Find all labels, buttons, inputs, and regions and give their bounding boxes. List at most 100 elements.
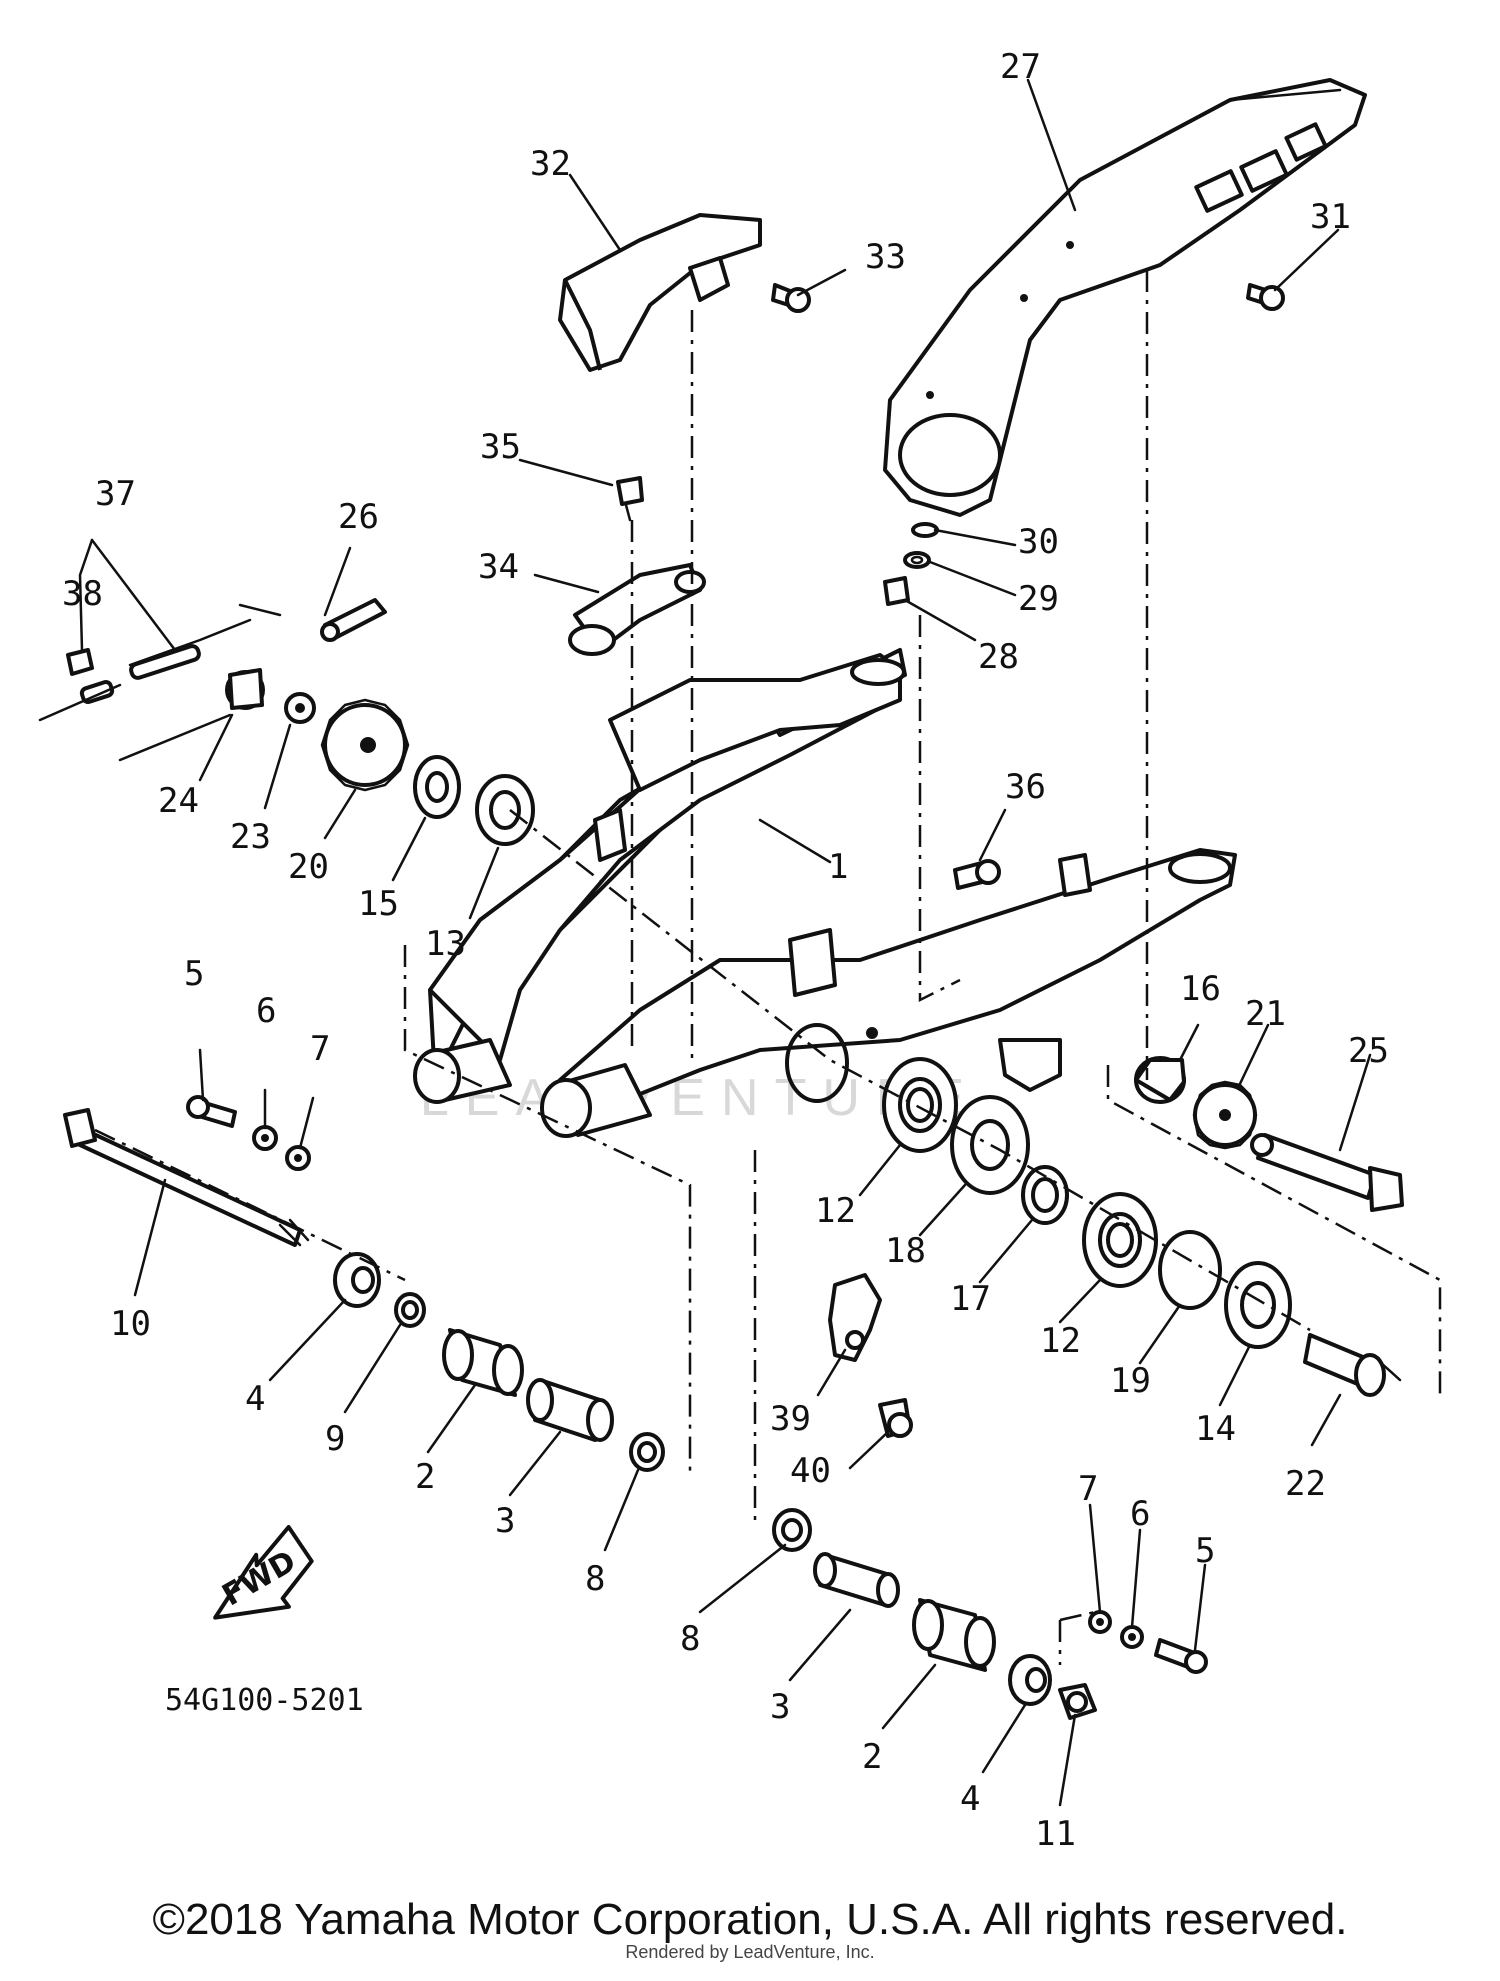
callout-38: 38: [62, 574, 103, 614]
callout-21: 21: [1245, 994, 1286, 1034]
bearing-12a-part: [882, 1057, 958, 1153]
circlip-19-right-part: [785, 1023, 849, 1103]
callout-24: 24: [158, 781, 199, 821]
sprocket-21-part: [1192, 1080, 1258, 1150]
callout-5-right: 5: [1195, 1531, 1215, 1571]
callout-16: 16: [1180, 969, 1221, 1009]
callout-19: 19: [1110, 1361, 1151, 1401]
seal-9-part: [394, 1292, 426, 1328]
bolt-35-part: [616, 476, 644, 522]
callout-2-right: 2: [862, 1737, 882, 1777]
callout-35: 35: [480, 427, 521, 467]
shaft-22-part: [1303, 1333, 1402, 1397]
callout-33: 33: [865, 237, 906, 277]
callout-26: 26: [338, 497, 379, 537]
drive-sprocket-part: [225, 668, 265, 710]
collar-3-left-part: [526, 1378, 614, 1442]
chain-joint-part: [38, 598, 387, 762]
sprocket-20-part: [320, 698, 410, 792]
bolt-36-part: [953, 859, 1001, 890]
chain-guide-39-part: [828, 1273, 882, 1362]
chain-guide-upper-part: [558, 213, 762, 372]
callout-27: 27: [1000, 47, 1041, 87]
pivot-shaft-10-part: [63, 1108, 310, 1247]
callout-15: 15: [358, 884, 399, 924]
oil-seal-14-part: [1224, 1261, 1292, 1349]
washer-7-left-part: [285, 1145, 311, 1171]
cap-4-left-part: [333, 1252, 381, 1308]
washer-29-part: [903, 551, 931, 569]
callout-14: 14: [1195, 1409, 1236, 1449]
bolt-40-part: [878, 1398, 913, 1438]
callout-4-right: 4: [960, 1779, 980, 1819]
bolt-25-part: [1250, 1133, 1404, 1212]
callout-32: 32: [530, 144, 571, 184]
callout-39: 39: [770, 1399, 811, 1439]
callout-9: 9: [325, 1419, 345, 1459]
callout-22: 22: [1285, 1464, 1326, 1504]
callout-11: 11: [1035, 1814, 1076, 1854]
collar-15-part: [413, 755, 461, 819]
callout-12-a: 12: [815, 1191, 856, 1231]
collar-3-right-part: [813, 1552, 900, 1608]
part-code: 54G100-5201: [165, 1683, 364, 1718]
callout-25: 25: [1348, 1031, 1389, 1071]
spacer-17-part: [1021, 1165, 1069, 1225]
callout-4-left: 4: [245, 1379, 265, 1419]
callout-40: 40: [790, 1451, 831, 1491]
bushing-8-right-part: [772, 1508, 812, 1552]
bushing-8-left-part: [629, 1432, 665, 1472]
callout-labels: 27 32 33 31 35 30 37 26 34 29 38 28 24 2…: [62, 47, 1389, 1854]
callout-20: 20: [288, 847, 329, 887]
callout-23: 23: [230, 817, 271, 857]
collar-18-part: [950, 1095, 1030, 1195]
callout-7-right: 7: [1078, 1469, 1098, 1509]
callout-34: 34: [478, 547, 519, 587]
watermark-text: LEADVENTURE: [420, 1069, 980, 1127]
fwd-arrow-icon: FWD: [213, 1525, 314, 1620]
callout-3-right: 3: [770, 1687, 790, 1727]
washer-part: [284, 692, 316, 724]
oil-seal-13-part: [475, 774, 535, 846]
washer-30-part: [911, 522, 939, 538]
circlip-19-part: [1158, 1230, 1222, 1310]
bolt-28-part: [883, 576, 910, 606]
callout-8-right: 8: [680, 1619, 700, 1659]
callout-7-left: 7: [310, 1029, 330, 1069]
callout-12-b: 12: [1040, 1321, 1081, 1361]
callout-3-left: 3: [495, 1501, 515, 1541]
callout-17: 17: [950, 1279, 991, 1319]
callout-36: 36: [1005, 767, 1046, 807]
bolt-33-part: [771, 283, 811, 313]
copyright-notice: ©2018 Yamaha Motor Corporation, U.S.A. A…: [152, 1895, 1348, 1944]
nut-11-part: [1058, 1683, 1097, 1720]
collar-16-part: [1134, 1056, 1186, 1104]
leader-lines: [78, 78, 1372, 1807]
callout-29: 29: [1018, 579, 1059, 619]
callout-18: 18: [885, 1231, 926, 1271]
callout-10: 10: [110, 1304, 151, 1344]
callout-2-left: 2: [415, 1457, 435, 1497]
washer-6-left-part: [252, 1125, 278, 1151]
callout-8-left: 8: [585, 1559, 605, 1599]
bolt-31-part: [1246, 283, 1285, 311]
bearing-12b-part: [1082, 1192, 1158, 1288]
callout-6-left: 6: [256, 991, 276, 1031]
callout-31: 31: [1310, 197, 1351, 237]
assembly-lines: [94, 270, 1442, 1665]
bolt-5-left-part: [186, 1095, 237, 1128]
callout-37: 37: [95, 474, 136, 514]
bushing-2-right-part: [912, 1598, 996, 1672]
callout-6-right: 6: [1130, 1494, 1150, 1534]
callout-28: 28: [978, 637, 1019, 677]
chain-support-part: [568, 563, 706, 656]
cap-4-right-part: [1008, 1654, 1052, 1706]
bushing-2-left-part: [442, 1328, 524, 1397]
washer-6-right-part: [1120, 1625, 1144, 1649]
chain-guard-part: [883, 78, 1367, 517]
callout-1: 1: [828, 847, 848, 887]
callout-13: 13: [425, 924, 466, 964]
washer-7-right-part: [1088, 1610, 1112, 1634]
callout-5-left: 5: [184, 954, 204, 994]
